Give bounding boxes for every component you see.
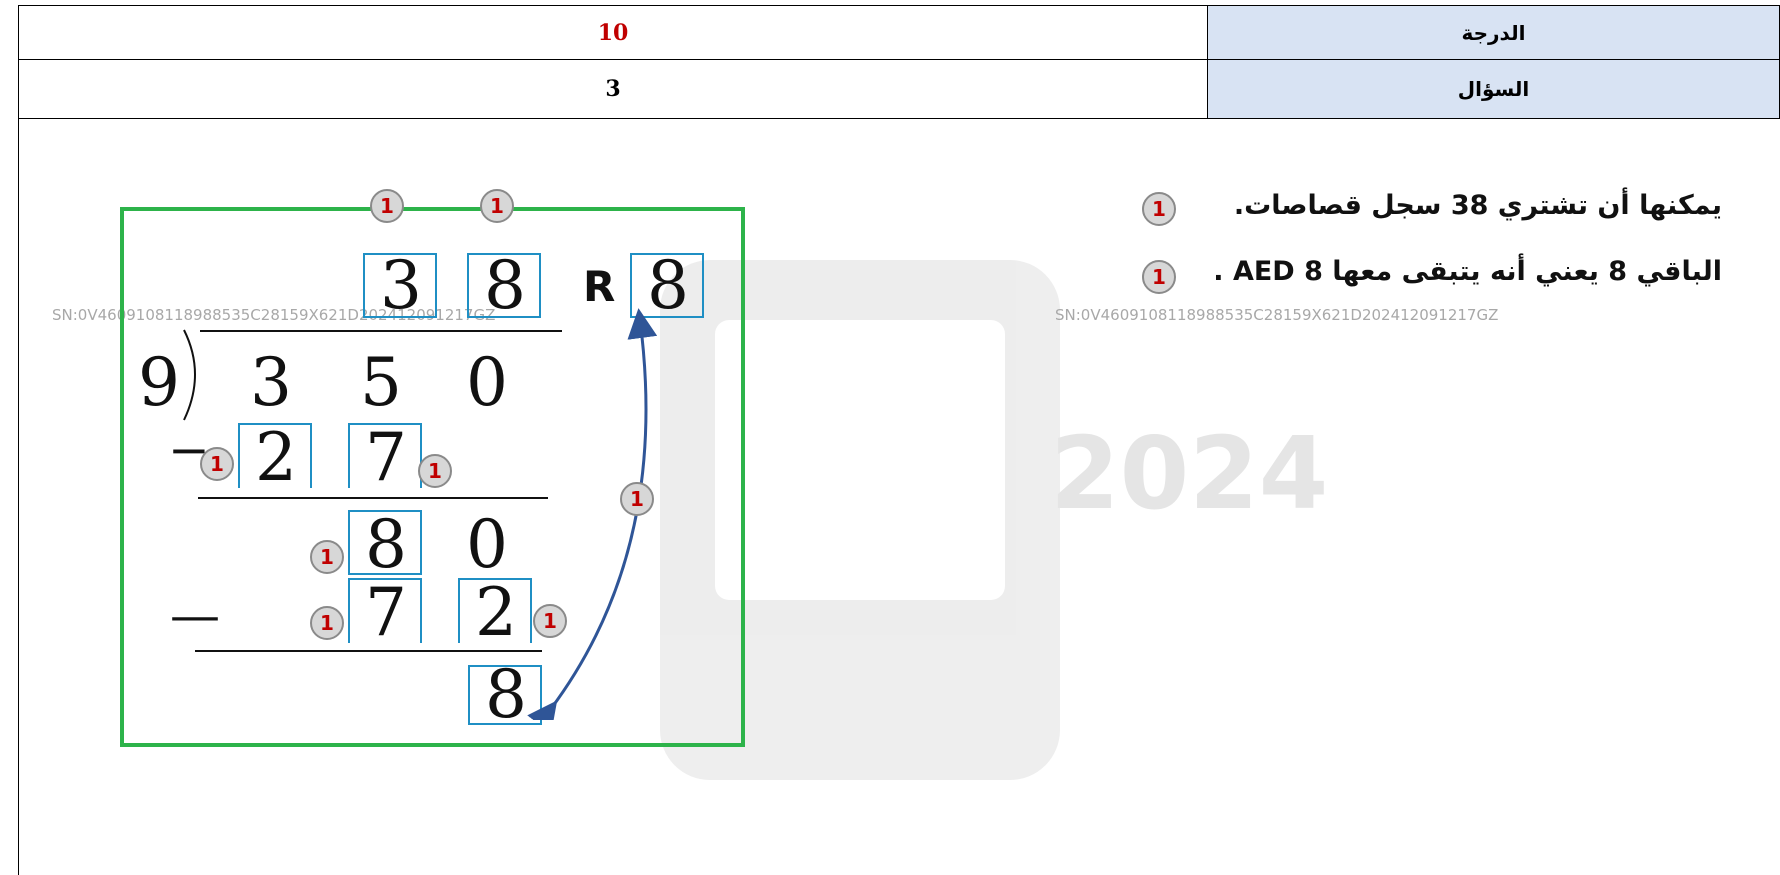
quotient-digit-2: 8	[484, 247, 526, 324]
mark-answer-2: 1	[1142, 260, 1176, 294]
answer-area	[18, 118, 1780, 875]
question-label-cell: السؤال	[1207, 59, 1780, 119]
mark-step2-a: 1	[310, 606, 344, 640]
mark-quotient-1: 1	[370, 189, 404, 223]
answer-line-2: الباقي 8 يعني أنه يتبقى معها AED 8 .	[1213, 256, 1722, 287]
answer-line-1: يمكنها أن تشتري 38 سجل قصاصات.	[1233, 190, 1722, 221]
step2-digit-2: 2	[475, 574, 517, 651]
mark-quotient-2: 1	[480, 189, 514, 223]
serial-number-left: SN:0V4609108118988535C28159X621D20241209…	[52, 306, 496, 324]
step1-digit-2: 7	[365, 419, 407, 496]
grade-label: الدرجة	[1461, 20, 1526, 45]
dividend-digit-3: 0	[466, 344, 508, 421]
mark-step1-b: 1	[418, 454, 452, 488]
step1-digit-2-box	[348, 423, 422, 488]
watermark-year: 2024	[1050, 415, 1329, 532]
step1-underline	[198, 497, 548, 499]
step2-digit-1: 7	[365, 574, 407, 651]
step1-digit-1: 2	[255, 419, 297, 496]
mark-arrow: 1	[620, 482, 654, 516]
dividend-digit-2: 5	[360, 344, 402, 421]
step1-result-digit-1-box	[348, 510, 422, 575]
grade-value-cell: 10	[18, 5, 1208, 60]
watermark-phone-shape	[660, 260, 1060, 780]
watermark-phone-screen	[715, 320, 1005, 600]
quotient-digit-1-box	[363, 253, 437, 318]
remainder-digit: 8	[647, 247, 689, 324]
final-remainder-digit: 8	[485, 656, 527, 733]
mark-step1-result: 1	[310, 540, 344, 574]
grade-value: 10	[597, 19, 629, 46]
grade-label-cell: الدرجة	[1207, 5, 1780, 60]
step1-result-digit-1: 8	[365, 506, 407, 583]
division-frame	[120, 207, 745, 747]
division-bar	[200, 330, 562, 332]
step2-minus: —	[170, 586, 220, 644]
serial-number-right: SN:0V4609108118988535C28159X621D20241209…	[1055, 306, 1499, 324]
question-label: السؤال	[1457, 77, 1530, 101]
mark-answer-1: 1	[1142, 192, 1176, 226]
remainder-letter: R	[583, 262, 616, 311]
dividend-digit-1: 3	[250, 344, 292, 421]
question-value: 3	[605, 76, 621, 102]
remainder-arrow	[527, 308, 658, 720]
step2-underline	[195, 650, 542, 652]
quotient-digit-2-box	[467, 253, 541, 318]
mark-step1-a: 1	[200, 447, 234, 481]
step1-digit-1-box	[238, 423, 312, 488]
quotient-digit-1: 3	[380, 247, 422, 324]
divisor: 9	[138, 344, 180, 421]
question-value-cell: 3	[18, 59, 1208, 119]
watermark	[600, 230, 1120, 830]
step2-digit-1-box	[348, 578, 422, 643]
remainder-box	[630, 253, 704, 318]
step1-result-digit-2: 0	[466, 506, 508, 583]
division-bracket	[183, 329, 196, 421]
